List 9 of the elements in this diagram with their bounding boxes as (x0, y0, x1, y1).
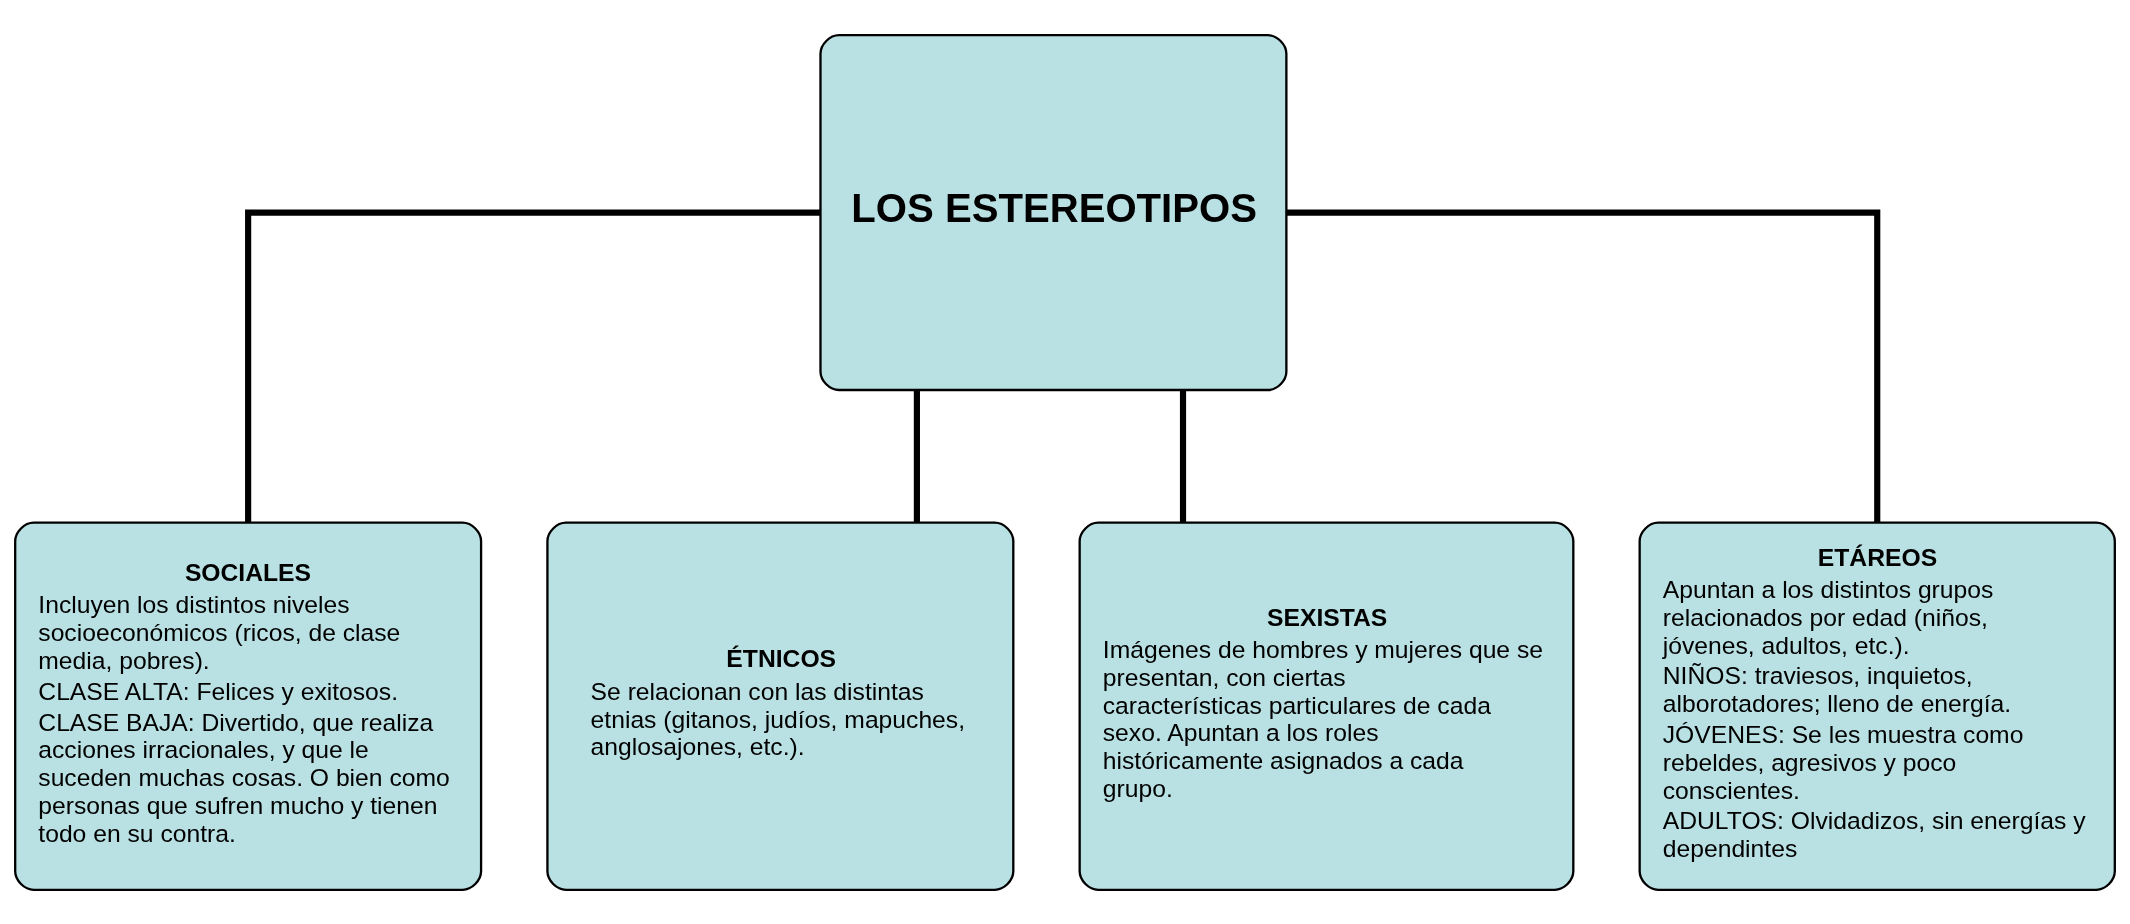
node-box: ÉTNICOS Se relacionan con las distintas etnias (gitanos, judíos, mapuches, anglosajones, etc.). (546, 521, 1015, 891)
node-box: SEXISTAS Imágenes de hombres y mujeres que se presentan, con ciertas características particulares de cada sexo. Apuntan a los roles históricamente asignados a cada grupo. (1078, 521, 1575, 891)
node-box: LOS ESTEREOTIPOS (819, 33, 1288, 391)
node-box: SOCIALES Incluyen los distintos niveles socioeconómicos (ricos, de clase media, pobres). CLASE ALTA: Felices y exitosos. CLASE BAJA: Divertido, que realiza acciones irracionales, y que le suceden muchas cosas. O bien como personas que sufren mucho y tienen todo en su contra. (14, 521, 483, 891)
connector (1179, 389, 1187, 522)
connector (913, 389, 920, 522)
connector (1286, 209, 1881, 522)
node-box: ETÁREOS Apuntan a los distintos grupos relacionados por edad (niños, jóvenes, adultos, etc.). NIÑOS: traviesos, inquietos, alborotadores; lleno de energía. JÓVENES: Se les muestra como rebeldes, agresivos y poco conscientes. ADULTOS: Olvidadizos, sin energías y dependintes (1638, 521, 2116, 891)
connector (245, 209, 820, 522)
